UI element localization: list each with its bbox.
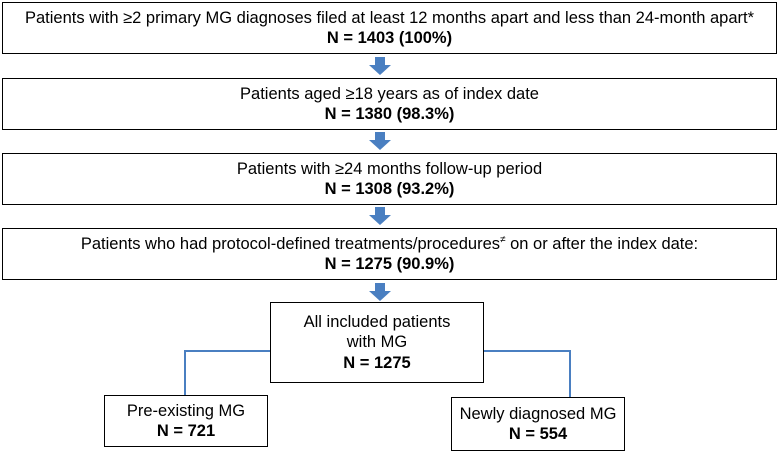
step-2-box: Patients aged ≥18 years as of index date… bbox=[2, 78, 777, 130]
down-arrow-icon bbox=[369, 57, 391, 75]
footnote-mark: ≠ bbox=[500, 234, 506, 246]
newly-diagnosed-text: Newly diagnosed MG bbox=[459, 404, 617, 423]
pre-existing-text: Pre-existing MG bbox=[126, 401, 246, 420]
step-3-count: N = 1308 (93.2%) bbox=[324, 180, 455, 198]
down-arrow-icon bbox=[369, 207, 391, 225]
down-arrow-icon bbox=[369, 283, 391, 301]
pre-existing-count: N = 721 bbox=[156, 422, 216, 440]
connector-left-horizontal bbox=[184, 350, 271, 352]
step-1-text: Patients with ≥2 primary MG diagnoses fi… bbox=[24, 8, 755, 27]
all-included-box: All included patients with MG N = 1275 bbox=[270, 302, 484, 383]
step-4-count: N = 1275 (90.9%) bbox=[324, 255, 455, 273]
step-2-count: N = 1380 (98.3%) bbox=[324, 105, 455, 123]
connector-right-vertical bbox=[569, 350, 571, 398]
down-arrow-icon bbox=[369, 132, 391, 150]
connector-right-horizontal bbox=[483, 350, 571, 352]
step-1-box: Patients with ≥2 primary MG diagnoses fi… bbox=[2, 2, 777, 54]
pre-existing-box: Pre-existing MG N = 721 bbox=[104, 395, 268, 447]
step-4-box: Patients who had protocol-defined treatm… bbox=[2, 228, 777, 280]
step-3-text: Patients with ≥24 months follow-up perio… bbox=[236, 159, 543, 178]
step-4-text: Patients who had protocol-defined treatm… bbox=[80, 234, 699, 253]
newly-diagnosed-box: Newly diagnosed MG N = 554 bbox=[451, 397, 625, 451]
all-included-text: All included patients with MG bbox=[303, 313, 451, 352]
step-3-box: Patients with ≥24 months follow-up perio… bbox=[2, 153, 777, 205]
all-included-count: N = 1275 bbox=[343, 353, 411, 372]
connector-left-vertical bbox=[184, 350, 186, 396]
step-1-count: N = 1403 (100%) bbox=[326, 29, 453, 47]
step-2-text: Patients aged ≥18 years as of index date bbox=[240, 84, 539, 103]
newly-diagnosed-count: N = 554 bbox=[508, 425, 568, 443]
